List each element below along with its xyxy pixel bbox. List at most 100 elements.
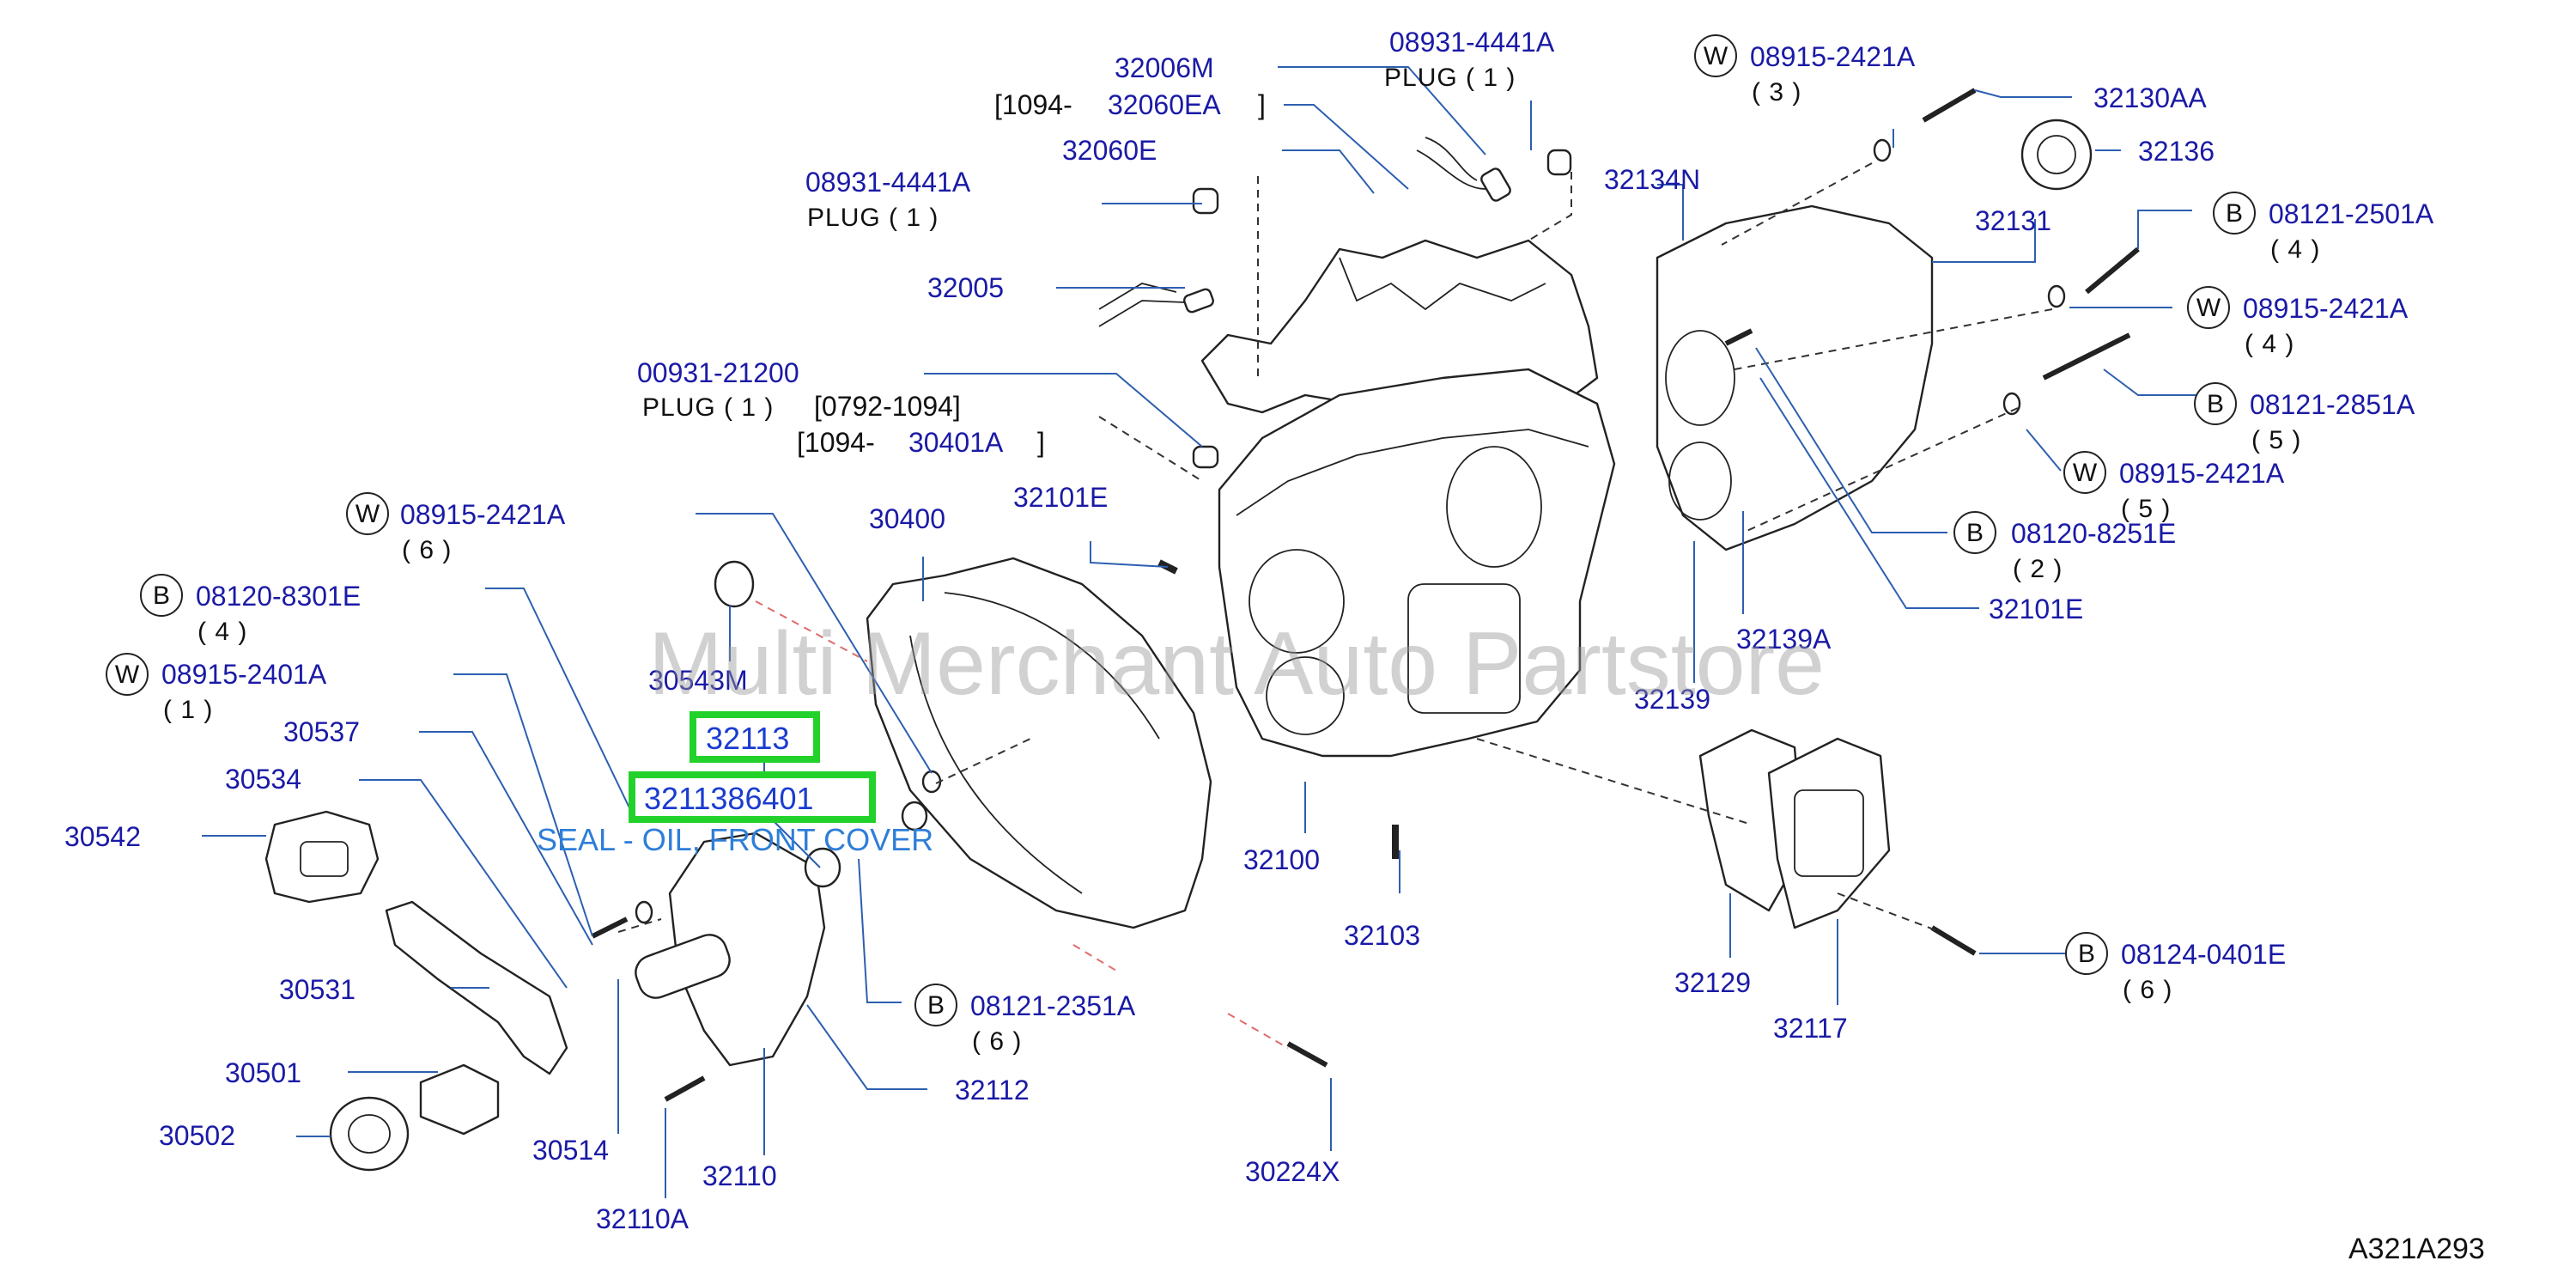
label-30514[interactable]: 30514 bbox=[532, 1135, 609, 1166]
release-bearing-30501 bbox=[419, 1063, 500, 1136]
label-32134N[interactable]: 32134N bbox=[1604, 164, 1700, 195]
leader-lines bbox=[202, 66, 2198, 1198]
label-32006M[interactable]: 32006M bbox=[1115, 52, 1214, 83]
svg-text:W: W bbox=[2073, 459, 2098, 487]
qty-00931-21200: PLUG ( 1 ) bbox=[642, 393, 774, 422]
label-08915-2421A-4[interactable]: 08915-2421A bbox=[2243, 293, 2409, 324]
label-08915-2421A-5[interactable]: 08915-2421A bbox=[2119, 458, 2285, 489]
sleeve-30502 bbox=[329, 1096, 410, 1172]
label-32101E-left[interactable]: 32101E bbox=[1013, 482, 1108, 513]
label-30537[interactable]: 30537 bbox=[283, 716, 360, 747]
label-00931-21200[interactable]: 00931-21200 bbox=[637, 357, 799, 388]
qty-08915-2421A-6: ( 6 ) bbox=[402, 536, 452, 564]
svg-text:B: B bbox=[927, 991, 945, 1020]
qty-08915-2421A-4: ( 4 ) bbox=[2245, 330, 2294, 358]
callout-labels: 32006M [1094- 32060EA ] 32060E 08931-444… bbox=[64, 27, 2434, 1234]
highlight-box-32113 bbox=[690, 711, 820, 763]
svg-text:W: W bbox=[1704, 42, 1728, 70]
svg-text:W: W bbox=[115, 661, 140, 689]
svg-text:B: B bbox=[2207, 390, 2224, 418]
qty-08931-4441A-left: PLUG ( 1 ) bbox=[807, 204, 939, 232]
cover-32117 bbox=[1767, 737, 1891, 929]
label-30502[interactable]: 30502 bbox=[159, 1120, 235, 1151]
highlight-box-part-number bbox=[629, 771, 876, 823]
label-08121-2351A[interactable]: 08121-2351A bbox=[970, 990, 1136, 1021]
qty-08121-2501A: ( 4 ) bbox=[2270, 235, 2320, 264]
plugs-and-sensors bbox=[714, 149, 1572, 888]
label-08121-2501A[interactable]: 08121-2501A bbox=[2269, 198, 2434, 229]
badge-B-08121-2501A: B bbox=[2213, 192, 2256, 234]
qty-08120-8301E: ( 4 ) bbox=[197, 618, 247, 646]
label-08120-8251E[interactable]: 08120-8251E bbox=[2011, 518, 2176, 549]
highlight-part-number[interactable]: 3211386401 bbox=[644, 781, 814, 816]
bell-housing-30400 bbox=[866, 557, 1212, 929]
label-08931-4441A-left[interactable]: 08931-4441A bbox=[805, 167, 971, 198]
label-32117[interactable]: 32117 bbox=[1773, 1013, 1848, 1044]
label-30534[interactable]: 30534 bbox=[225, 764, 301, 795]
label-32060EA-suffix: ] bbox=[1258, 89, 1266, 120]
qty-08931-4441A-top: PLUG ( 1 ) bbox=[1384, 64, 1516, 92]
svg-text:B: B bbox=[2078, 940, 2095, 968]
label-30542[interactable]: 30542 bbox=[64, 821, 141, 852]
qty-08915-2421A-3: ( 3 ) bbox=[1752, 78, 1801, 107]
label-32005[interactable]: 32005 bbox=[927, 272, 1004, 303]
upper-housing bbox=[1200, 239, 1599, 414]
label-32139[interactable]: 32139 bbox=[1634, 684, 1710, 715]
label-32136[interactable]: 32136 bbox=[2138, 136, 2215, 167]
guide-lines bbox=[617, 162, 2053, 1049]
badge-W-08915-2421A-3: W bbox=[1694, 34, 1737, 77]
badge-B-08121-2351A: B bbox=[914, 984, 957, 1026]
label-30401A[interactable]: 30401A bbox=[908, 427, 1004, 458]
badge-B-08124-0401E: B bbox=[2065, 932, 2108, 975]
label-32129[interactable]: 32129 bbox=[1674, 967, 1751, 998]
svg-text:W: W bbox=[355, 500, 380, 528]
label-32110[interactable]: 32110 bbox=[702, 1160, 777, 1191]
label-30401A-prefix: [1094- bbox=[797, 427, 875, 458]
label-30224X[interactable]: 30224X bbox=[1245, 1156, 1340, 1187]
front-cover-32110 bbox=[668, 831, 826, 1067]
part-drawings bbox=[264, 88, 2140, 1172]
label-32060EA[interactable]: 32060EA bbox=[1108, 89, 1221, 120]
svg-text:B: B bbox=[153, 582, 170, 610]
label-08915-2421A-6[interactable]: 08915-2421A bbox=[400, 499, 566, 530]
label-32103[interactable]: 32103 bbox=[1344, 920, 1420, 951]
highlight-label-32113[interactable]: 32113 bbox=[706, 721, 789, 756]
label-30501[interactable]: 30501 bbox=[225, 1057, 301, 1088]
label-30531[interactable]: 30531 bbox=[279, 974, 355, 1005]
watermark: Multi Merchant Auto Partstore bbox=[648, 614, 1825, 714]
label-08124-0401E[interactable]: 08124-0401E bbox=[2121, 939, 2286, 970]
qty-08124-0401E: ( 6 ) bbox=[2123, 976, 2172, 1004]
badge-W-08915-2421A-5: W bbox=[2063, 451, 2106, 494]
label-32112[interactable]: 32112 bbox=[955, 1075, 1030, 1105]
qty-08915-2421A-5: ( 5 ) bbox=[2121, 495, 2171, 523]
highlighted-part: 32113 3211386401 SEAL - OIL, FRONT COVER bbox=[537, 711, 933, 868]
badge-W-08915-2421A-6: W bbox=[346, 492, 389, 535]
label-32060E[interactable]: 32060E bbox=[1062, 135, 1157, 166]
highlight-description: SEAL - OIL, FRONT COVER bbox=[537, 822, 933, 857]
range-0792-1094: [0792-1094] bbox=[814, 391, 961, 422]
badge-W-08915-2421A-4: W bbox=[2187, 286, 2230, 329]
label-30401A-suffix: ] bbox=[1037, 427, 1045, 458]
diagram-code: A321A293 bbox=[2348, 1233, 2485, 1265]
label-32131[interactable]: 32131 bbox=[1975, 205, 2051, 236]
label-08915-2421A-3[interactable]: 08915-2421A bbox=[1750, 41, 1916, 72]
label-32139A[interactable]: 32139A bbox=[1736, 624, 1832, 655]
svg-text:B: B bbox=[1966, 519, 1984, 547]
label-08931-4441A-top[interactable]: 08931-4441A bbox=[1389, 27, 1555, 58]
label-32060EA-prefix: [1094- bbox=[994, 89, 1072, 120]
badge-B-08121-2851A: B bbox=[2194, 382, 2237, 425]
label-32110A[interactable]: 32110A bbox=[596, 1203, 690, 1234]
label-30543M[interactable]: 30543M bbox=[648, 665, 748, 696]
label-32101E-right[interactable]: 32101E bbox=[1989, 594, 2083, 624]
label-30400[interactable]: 30400 bbox=[869, 503, 945, 534]
label-08915-2401A[interactable]: 08915-2401A bbox=[161, 659, 327, 690]
label-32100[interactable]: 32100 bbox=[1243, 844, 1320, 875]
label-08120-8301E[interactable]: 08120-8301E bbox=[196, 581, 361, 612]
qty-08121-2351A: ( 6 ) bbox=[972, 1027, 1022, 1056]
boot-30542 bbox=[264, 810, 380, 904]
label-08121-2851A[interactable]: 08121-2851A bbox=[2250, 389, 2415, 420]
qty-08915-2401A: ( 1 ) bbox=[163, 696, 213, 724]
label-32130AA[interactable]: 32130AA bbox=[2093, 82, 2207, 113]
